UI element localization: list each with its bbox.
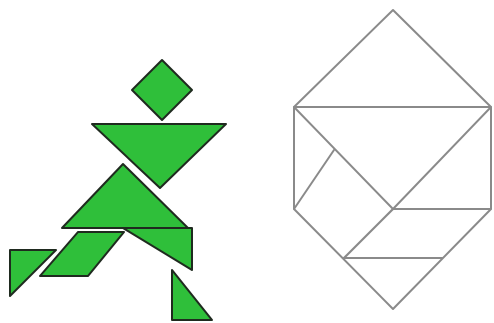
- gem-border: [294, 10, 491, 309]
- head-square-piece: [132, 60, 192, 120]
- left-diagonal-divider: [294, 107, 393, 209]
- small-triangle-divider: [294, 150, 334, 209]
- right-diagonal-divider: [393, 107, 491, 209]
- front-leg-triangle-piece: [172, 270, 212, 320]
- outline-gem-figure: [294, 10, 491, 309]
- green-running-figure: [10, 60, 226, 320]
- parallelogram-diagonal-divider: [344, 209, 393, 258]
- hip-triangle-piece: [123, 228, 192, 270]
